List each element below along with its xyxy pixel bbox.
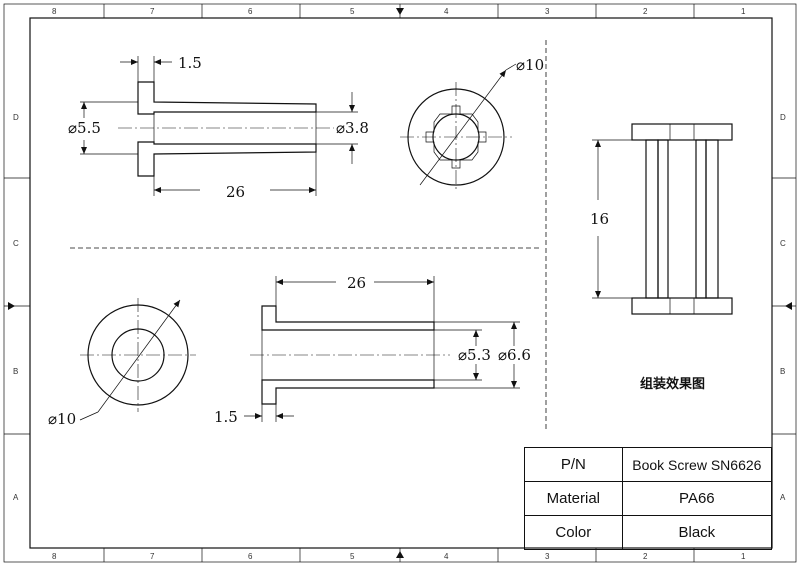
dim-length-top: 26 [226,183,245,201]
zone-col-5-bottom: 5 [350,552,355,561]
zone-col-7: 7 [150,7,155,16]
dim-length-bottom: 26 [347,274,366,292]
assembly-caption: 组装效果图 [640,377,706,392]
color-value: Black [621,515,773,550]
pn-label: P/N [524,447,623,482]
title-block-row: Color Black [524,515,773,550]
zone-col-2: 2 [643,7,648,16]
title-block: P/N Book Screw SN6626 Material PA66 Colo… [524,447,773,550]
zone-col-1-bottom: 1 [741,552,746,561]
dim-flange-top: 1.5 [178,54,202,72]
zone-col-2-bottom: 2 [643,552,648,561]
zone-col-3: 3 [545,7,550,16]
zone-col-6: 6 [248,7,253,16]
zone-row-b: B [13,367,18,376]
dim-dia-top-right: ⌀3.8 [336,119,369,137]
top-section-view [80,56,358,196]
zone-col-7-bottom: 7 [150,552,155,561]
dim-dia-end-bottom: ⌀10 [48,410,76,428]
zone-row-c-right: C [780,239,786,248]
material-value: PA66 [621,481,773,516]
bottom-section-view [244,276,520,422]
zone-row-a: A [13,493,19,502]
zone-row-b-right: B [780,367,785,376]
zone-row-d: D [13,113,19,122]
zone-col-5: 5 [350,7,355,16]
zone-col-1: 1 [741,7,746,16]
dim-assembly-height: 16 [590,210,609,228]
dim-dia-bottom-inner: ⌀5.3 [458,346,491,364]
zone-row-c: C [13,239,19,248]
dim-flange-bottom: 1.5 [214,408,238,426]
zone-col-3-bottom: 3 [545,552,550,561]
pn-value: Book Screw SN6626 [621,447,773,482]
title-block-row: Material PA66 [524,481,773,516]
zone-col-8: 8 [52,7,57,16]
zone-row-a-right: A [780,493,786,502]
bottom-end-view [79,298,196,421]
dim-dia-top-left: ⌀5.5 [68,119,101,137]
title-block-row: P/N Book Screw SN6626 [524,447,773,482]
assembly-view [592,123,733,315]
material-label: Material [524,481,623,516]
dim-dia-bottom-outer: ⌀6.6 [498,346,531,364]
zone-col-4-bottom: 4 [444,552,449,561]
zone-col-4: 4 [444,7,449,16]
color-label: Color [524,515,623,550]
top-end-view [400,63,517,192]
view-separators [70,40,547,430]
dim-dia-end-top: ⌀10 [516,56,544,74]
zone-row-d-right: D [780,113,786,122]
zone-col-8-bottom: 8 [52,552,57,561]
drawing-frame [3,3,797,563]
zone-labels: 8 7 6 5 4 3 2 1 8 7 6 5 4 3 2 1 D C B A … [13,7,786,561]
zone-col-6-bottom: 6 [248,552,253,561]
